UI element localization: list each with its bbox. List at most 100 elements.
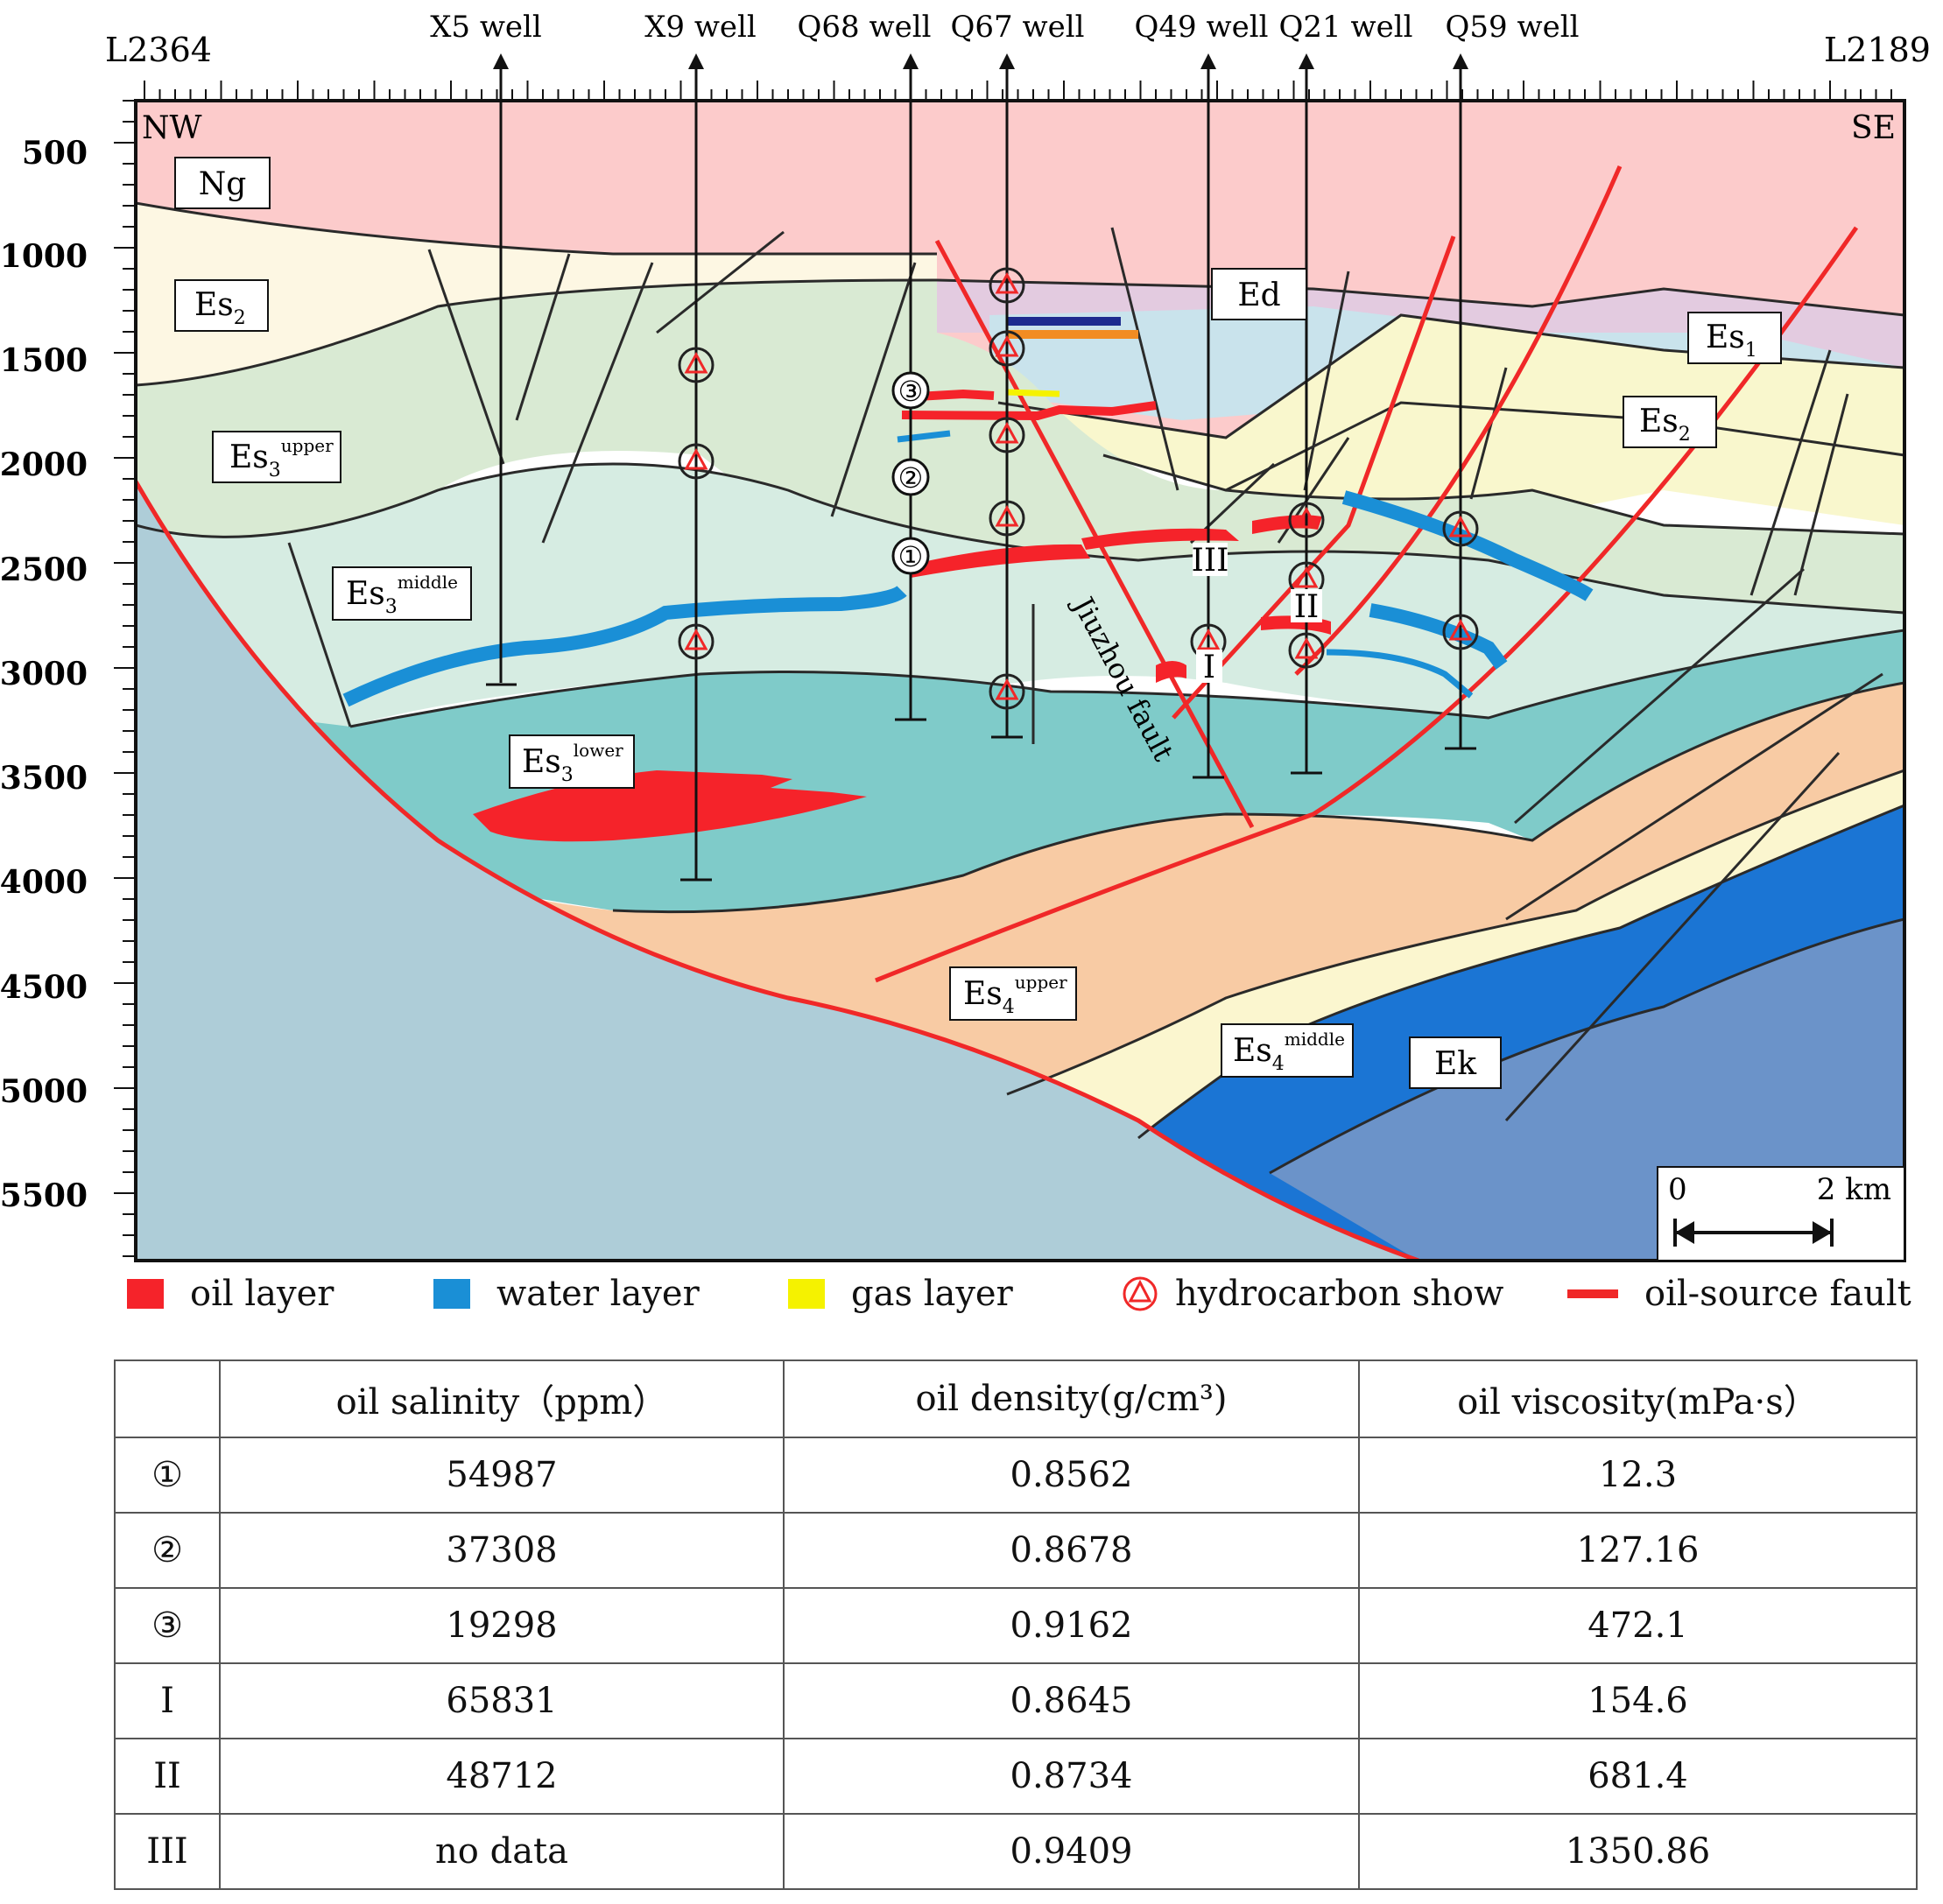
formation-box-es3-middle: Es3middle bbox=[332, 566, 472, 621]
depth-label: 1000 bbox=[0, 238, 88, 275]
hydrocarbon-show-icon bbox=[678, 347, 715, 383]
legend-fault-label: oil-source fault bbox=[1644, 1274, 1911, 1314]
oil-swatch bbox=[127, 1279, 164, 1309]
formation-box-es2-left: Es2 bbox=[174, 279, 269, 332]
formation-box-ed: Ed bbox=[1211, 268, 1307, 320]
table-cell: 0.8678 bbox=[783, 1512, 1360, 1589]
oil-properties-table: oil salinity（ppm） oil density(g/cm³) oil… bbox=[114, 1359, 1918, 1890]
depth-label: 5500 bbox=[0, 1177, 88, 1214]
scale-bar: 0 2 km bbox=[1657, 1166, 1905, 1261]
table-header bbox=[114, 1359, 221, 1438]
water-layers bbox=[342, 490, 1594, 707]
minor-faults bbox=[287, 227, 1883, 1122]
marker-circle-2 bbox=[891, 458, 930, 496]
hydrocarbon-show-icon bbox=[989, 500, 1025, 537]
scale-start-label: 0 bbox=[1668, 1172, 1687, 1207]
svg-text:Es3lower: Es3lower bbox=[522, 740, 623, 786]
table-cell: II bbox=[114, 1738, 221, 1815]
formation-box-es3-upper: Es3upper bbox=[212, 431, 341, 483]
well-label-q49: Q49 well bbox=[1135, 10, 1269, 45]
well-label-q68: Q68 well bbox=[798, 10, 932, 45]
legend-oil-label: oil layer bbox=[190, 1274, 334, 1314]
marker-label-1: ① bbox=[898, 540, 924, 573]
marker-roman-1: I bbox=[1203, 650, 1215, 685]
legend-water-label: water layer bbox=[496, 1274, 700, 1314]
legend-fault: oil-source fault bbox=[1567, 1274, 1911, 1314]
table-header: oil salinity（ppm） bbox=[219, 1359, 785, 1438]
water-layers-thin bbox=[897, 430, 1474, 699]
hydrocarbon-show-icon bbox=[989, 330, 1025, 367]
layer-boundaries bbox=[136, 201, 1904, 1175]
svg-text:Es3middle: Es3middle bbox=[346, 572, 458, 618]
depth-label: 2000 bbox=[0, 446, 88, 483]
table-cell: 154.6 bbox=[1358, 1662, 1918, 1739]
water-swatch bbox=[433, 1279, 470, 1309]
table-cell: III bbox=[114, 1813, 221, 1890]
hydrocarbon-show-icon bbox=[678, 623, 715, 660]
table-header: oil density(g/cm³) bbox=[783, 1359, 1360, 1438]
scale-end-label: 2 km bbox=[1817, 1172, 1891, 1207]
well-labels: X5 well X9 well Q68 well Q67 well Q49 we… bbox=[430, 10, 1579, 45]
layer-marker-orange bbox=[1007, 330, 1138, 339]
well-label-q67: Q67 well bbox=[951, 10, 1085, 45]
hydrocarbon-show-icon bbox=[989, 267, 1025, 304]
table-cell: 37308 bbox=[219, 1512, 785, 1589]
depth-label: 3500 bbox=[0, 760, 88, 797]
direction-se-label: SE bbox=[1851, 110, 1896, 146]
legend-gas: gas layer bbox=[788, 1274, 1013, 1314]
hydrocarbon-show-icon bbox=[989, 417, 1025, 453]
table-cell: 48712 bbox=[219, 1738, 785, 1815]
hydrocarbon-show-icon bbox=[1288, 632, 1325, 669]
well-label-q59: Q59 well bbox=[1446, 10, 1580, 45]
svg-text:Es4upper: Es4upper bbox=[963, 972, 1067, 1018]
table-cell: 681.4 bbox=[1358, 1738, 1918, 1815]
svg-text:Es3upper: Es3upper bbox=[229, 435, 334, 481]
formation-box-es2-right: Es2 bbox=[1623, 396, 1717, 448]
hydrocarbon-show-icon bbox=[1123, 1276, 1158, 1311]
table-cell: ② bbox=[114, 1512, 221, 1589]
well-label-x5: X5 well bbox=[430, 10, 542, 45]
section-frame bbox=[134, 99, 1906, 1262]
formation-box-es4-upper: Es4upper bbox=[949, 966, 1077, 1021]
table-cell: 0.8562 bbox=[783, 1437, 1360, 1514]
depth-label: 500 bbox=[22, 135, 88, 172]
oil-source-faults bbox=[136, 165, 1859, 1261]
legend-gas-label: gas layer bbox=[851, 1274, 1013, 1314]
svg-text:Es2: Es2 bbox=[1639, 404, 1691, 446]
svg-text:Ng: Ng bbox=[199, 166, 247, 202]
layer-es4-upper bbox=[136, 683, 1904, 1094]
hydrocarbon-show-icon bbox=[1442, 614, 1479, 650]
table-header: oil viscosity(mPa·s） bbox=[1358, 1359, 1918, 1438]
svg-text:Ek: Ek bbox=[1434, 1046, 1477, 1082]
svg-text:Es1: Es1 bbox=[1706, 320, 1757, 362]
formation-box-ek: Ek bbox=[1409, 1036, 1502, 1089]
table-cell: 1350.86 bbox=[1358, 1813, 1918, 1890]
legend-water: water layer bbox=[433, 1274, 700, 1314]
formation-box-ng: Ng bbox=[174, 157, 271, 209]
depth-label: 5000 bbox=[0, 1073, 88, 1110]
marker-circle-3 bbox=[891, 371, 930, 410]
marker-roman-2: II bbox=[1294, 589, 1319, 625]
table-cell: 19298 bbox=[219, 1587, 785, 1664]
svg-text:Ed: Ed bbox=[1237, 278, 1280, 313]
layer-marker-navy bbox=[1007, 317, 1121, 326]
formation-box-es3-lower: Es3lower bbox=[509, 734, 635, 789]
left-tick-scale bbox=[114, 100, 136, 1257]
legend-show-label: hydrocarbon show bbox=[1175, 1274, 1504, 1314]
fault-swatch bbox=[1567, 1289, 1618, 1298]
table-header-row: oil salinity（ppm） oil density(g/cm³) oil… bbox=[114, 1359, 1918, 1438]
svg-text:Es4middle: Es4middle bbox=[1233, 1029, 1345, 1075]
top-tick-scale bbox=[144, 81, 1892, 101]
gas-swatch bbox=[788, 1279, 825, 1309]
table-cell: 472.1 bbox=[1358, 1587, 1918, 1664]
table-cell: 12.3 bbox=[1358, 1437, 1918, 1514]
profile-left-label: L2364 bbox=[105, 31, 212, 69]
marker-roman-3: III bbox=[1192, 543, 1229, 579]
table-cell: 0.8734 bbox=[783, 1738, 1360, 1815]
table-cell: ① bbox=[114, 1437, 221, 1514]
direction-nw-label: NW bbox=[142, 110, 202, 146]
marker-roman-1-box bbox=[1196, 650, 1222, 683]
